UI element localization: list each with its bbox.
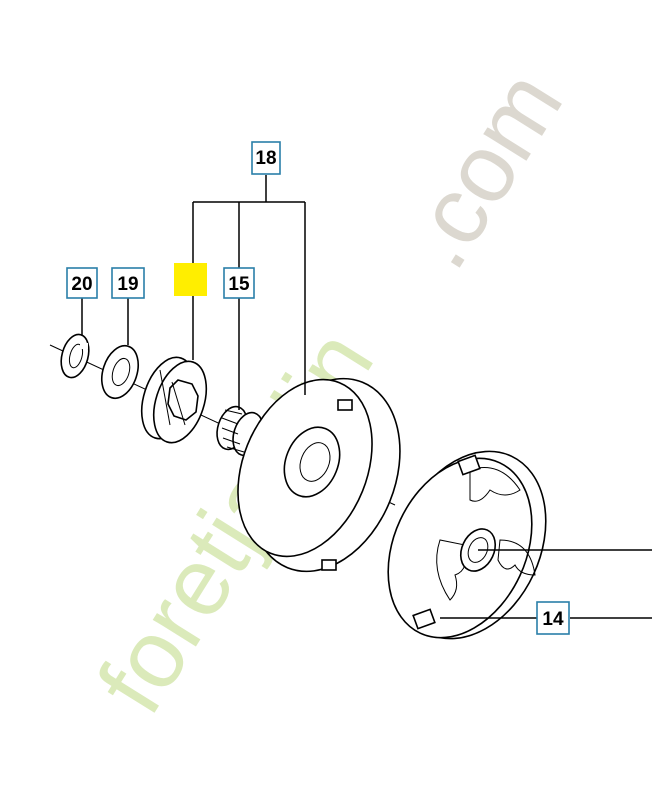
callout-14: 14 xyxy=(536,601,570,635)
circlip-part xyxy=(60,333,90,379)
callout-18: 18 xyxy=(251,141,281,175)
clutch-drum-part xyxy=(237,377,401,573)
callout-19: 19 xyxy=(111,267,145,299)
callout-15: 15 xyxy=(223,267,255,299)
rim-sprocket-part xyxy=(140,356,208,444)
callout-18-label: 18 xyxy=(255,148,276,169)
callout-19-label: 19 xyxy=(117,274,138,295)
callout-14-label: 14 xyxy=(542,609,564,630)
clutch-part xyxy=(387,450,547,640)
callout-15-label: 15 xyxy=(228,274,250,295)
callout-20: 20 xyxy=(66,267,98,299)
callout-highlight xyxy=(174,263,207,296)
callout-20-label: 20 xyxy=(71,274,92,295)
watermark-suffix: .com xyxy=(382,53,583,286)
needle-bearing-part xyxy=(216,405,264,457)
watermark-suffix-text: .com xyxy=(382,53,583,286)
washer-part xyxy=(101,344,139,400)
